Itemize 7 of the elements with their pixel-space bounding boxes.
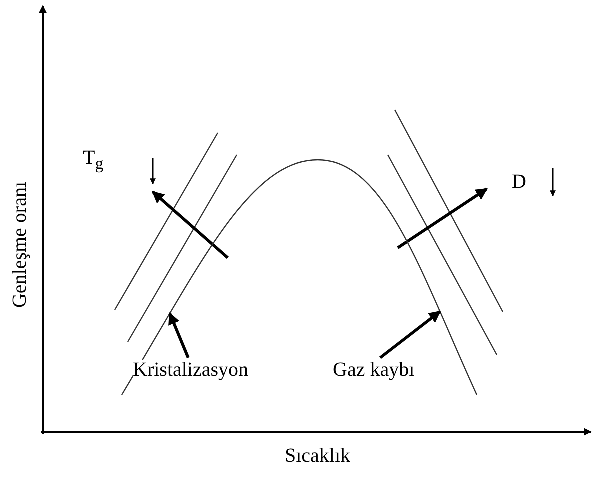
- leader-arrow: [379, 310, 442, 360]
- y-axis-label: Genleşme oranı: [10, 182, 30, 308]
- x-axis-label: Sıcaklık: [285, 446, 351, 466]
- expansion-curve: [121, 159, 478, 396]
- glass-transition-label: T$_{g}$: [83, 148, 104, 173]
- leader-arrow: [168, 312, 190, 359]
- density-label: D: [512, 172, 526, 192]
